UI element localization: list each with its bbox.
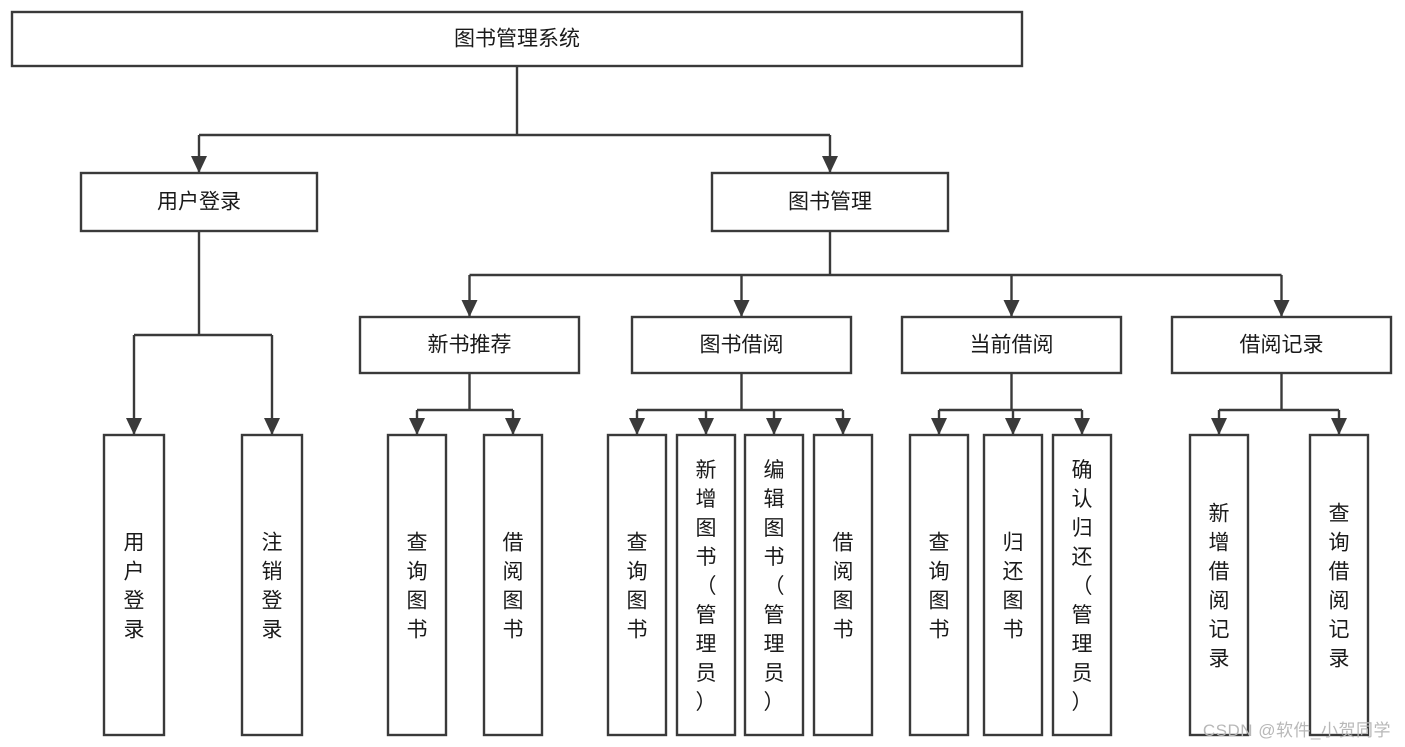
node-leaf-user-login[interactable]: 用户登录 <box>102 433 166 737</box>
node-leaf-query-book-3[interactable]: 查询图书 <box>908 433 970 737</box>
node-leaf-user-login-label: 用户登录 <box>124 532 145 642</box>
arrow-head-icon <box>126 418 142 435</box>
node-leaf-query-book-2-label: 查询图书 <box>627 532 648 642</box>
node-leaf-query-record[interactable]: 查询借阅记录 <box>1308 433 1370 737</box>
node-leaf-confirm-return-label: 确认归还（管理员） <box>1072 459 1093 714</box>
arrow-head-icon <box>1005 418 1021 435</box>
arrow-head-icon <box>1211 418 1227 435</box>
node-leaf-borrow-book-1-box[interactable] <box>482 433 544 737</box>
node-leaf-add-record[interactable]: 新增借阅记录 <box>1188 433 1250 737</box>
node-root-label: 图书管理系统 <box>454 28 580 51</box>
node-leaf-borrow-book-2-label: 借阅图书 <box>833 532 854 642</box>
node-leaf-add-record-label: 新增借阅记录 <box>1209 503 1230 671</box>
arrow-head-icon <box>835 418 851 435</box>
node-leaf-query-record-label: 查询借阅记录 <box>1329 503 1350 671</box>
node-root-box[interactable] <box>10 10 1024 68</box>
node-borrow-record-label: 借阅记录 <box>1240 334 1324 357</box>
watermark-text: CSDN @软件_小贺同学 <box>1202 721 1391 740</box>
node-user-login-label: 用户登录 <box>157 191 241 214</box>
node-leaf-edit-book[interactable]: 编辑图书（管理员） <box>743 433 805 737</box>
arrow-head-icon <box>1003 300 1020 317</box>
node-borrow-record-box[interactable] <box>1170 315 1393 375</box>
node-leaf-add-book-label: 新增图书（管理员） <box>696 459 717 714</box>
node-leaf-add-book[interactable]: 新增图书（管理员） <box>675 433 737 737</box>
node-book-manage[interactable]: 图书管理 <box>710 171 950 233</box>
arrow-head-icon <box>931 418 947 435</box>
node-leaf-query-book-2[interactable]: 查询图书 <box>606 433 668 737</box>
node-user-login[interactable]: 用户登录 <box>79 171 319 233</box>
node-book-borrow[interactable]: 图书借阅 <box>630 315 853 375</box>
arrow-head-icon <box>505 418 521 435</box>
node-book-manage-box[interactable] <box>710 171 950 233</box>
arrow-head-icon <box>1273 300 1290 317</box>
node-leaf-query-book-2-box[interactable] <box>606 433 668 737</box>
node-leaf-borrow-book-1[interactable]: 借阅图书 <box>482 433 544 737</box>
node-leaf-borrow-book-1-label: 借阅图书 <box>503 532 524 642</box>
node-root[interactable]: 图书管理系统 <box>10 10 1024 68</box>
arrow-head-icon <box>766 418 782 435</box>
node-leaf-user-login-box[interactable] <box>102 433 166 737</box>
node-leaf-return-book[interactable]: 归还图书 <box>982 433 1044 737</box>
arrow-head-icon <box>409 418 425 435</box>
arrow-head-icon <box>822 156 838 173</box>
nodes-layer: 图书管理系统用户登录图书管理新书推荐图书借阅当前借阅借阅记录用户登录注销登录查询… <box>10 10 1393 737</box>
node-leaf-borrow-book-2-box[interactable] <box>812 433 874 737</box>
node-leaf-query-book-1-box[interactable] <box>386 433 448 737</box>
node-leaf-borrow-book-2[interactable]: 借阅图书 <box>812 433 874 737</box>
arrow-head-icon <box>629 418 645 435</box>
node-leaf-add-book-box[interactable] <box>675 433 737 737</box>
arrow-head-icon <box>733 300 750 317</box>
node-leaf-add-record-box[interactable] <box>1188 433 1250 737</box>
node-current-borrow-box[interactable] <box>900 315 1123 375</box>
node-book-borrow-box[interactable] <box>630 315 853 375</box>
arrow-head-icon <box>264 418 280 435</box>
arrow-head-icon <box>461 300 478 317</box>
node-leaf-confirm-return-box[interactable] <box>1051 433 1113 737</box>
node-new-book-rec-box[interactable] <box>358 315 581 375</box>
node-book-borrow-label: 图书借阅 <box>700 334 784 357</box>
arrow-head-icon <box>191 156 207 173</box>
edges-layer <box>126 66 1347 435</box>
arrow-head-icon <box>1074 418 1090 435</box>
node-current-borrow-label: 当前借阅 <box>970 334 1054 357</box>
node-leaf-query-book-1[interactable]: 查询图书 <box>386 433 448 737</box>
node-leaf-user-logout-label: 注销登录 <box>262 532 283 642</box>
node-new-book-rec[interactable]: 新书推荐 <box>358 315 581 375</box>
node-new-book-rec-label: 新书推荐 <box>428 334 512 357</box>
node-borrow-record[interactable]: 借阅记录 <box>1170 315 1393 375</box>
node-leaf-user-logout-box[interactable] <box>240 433 304 737</box>
node-leaf-edit-book-box[interactable] <box>743 433 805 737</box>
node-leaf-query-book-1-label: 查询图书 <box>407 532 428 642</box>
node-leaf-return-book-label: 归还图书 <box>1003 532 1024 642</box>
node-book-manage-label: 图书管理 <box>788 191 872 214</box>
node-leaf-query-record-box[interactable] <box>1308 433 1370 737</box>
node-leaf-edit-book-label: 编辑图书（管理员） <box>764 459 785 714</box>
node-leaf-query-book-3-label: 查询图书 <box>929 532 950 642</box>
node-leaf-confirm-return[interactable]: 确认归还（管理员） <box>1051 433 1113 737</box>
node-leaf-user-logout[interactable]: 注销登录 <box>240 433 304 737</box>
node-current-borrow[interactable]: 当前借阅 <box>900 315 1123 375</box>
node-user-login-box[interactable] <box>79 171 319 233</box>
node-leaf-query-book-3-box[interactable] <box>908 433 970 737</box>
arrow-head-icon <box>1331 418 1347 435</box>
arrow-head-icon <box>698 418 714 435</box>
node-leaf-return-book-box[interactable] <box>982 433 1044 737</box>
